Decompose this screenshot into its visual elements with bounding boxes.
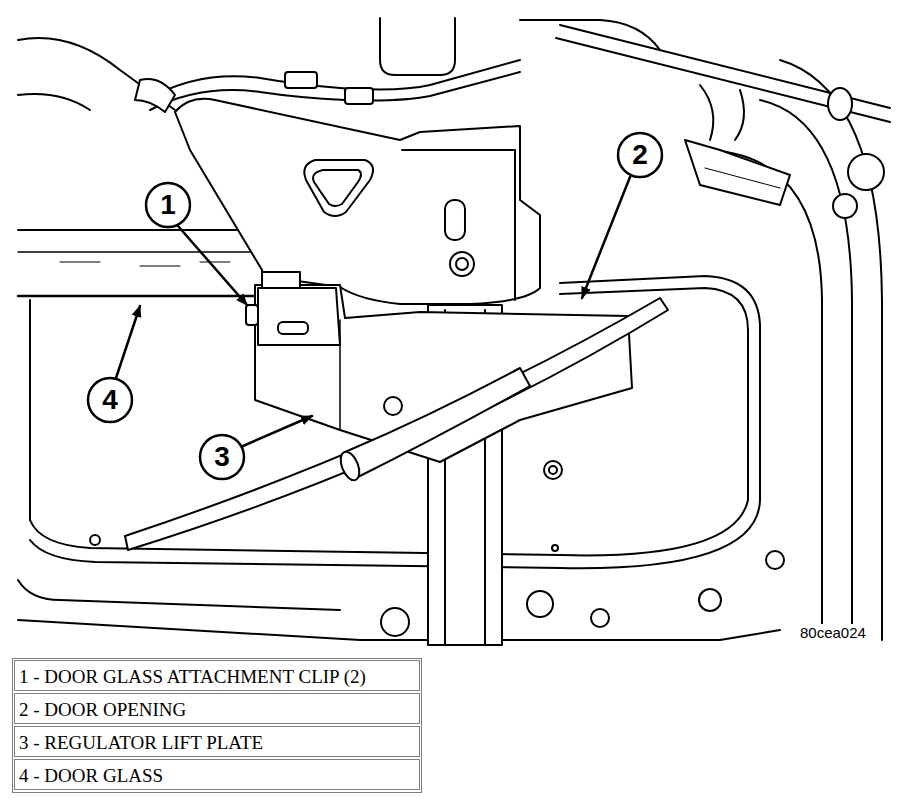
panel-holes-part xyxy=(591,609,609,627)
table-cell: 3 - REGULATOR LIFT PLATE xyxy=(14,726,420,757)
callout-circles-part xyxy=(618,133,662,177)
callout-circles-part xyxy=(88,378,132,422)
door-glass-part xyxy=(60,262,230,266)
callout-number: 4 xyxy=(93,383,127,417)
leader-arrows-part xyxy=(243,416,312,446)
panel-holes-part xyxy=(381,608,409,636)
regulator-cable-part xyxy=(125,298,668,550)
leader-arrows-part xyxy=(582,177,630,298)
glass-attachment-clip-part xyxy=(278,322,308,334)
upper-bracket-part xyxy=(450,252,474,276)
regulator-cable-part xyxy=(345,368,530,480)
wiring-harness-part xyxy=(135,79,175,112)
wiring-harness-part xyxy=(150,72,520,110)
door-opening-part xyxy=(30,276,760,568)
figure-id: 80cea024 xyxy=(798,624,868,641)
wiring-harness-part xyxy=(345,88,373,104)
panel-holes-part xyxy=(848,154,884,190)
wiring-harness-part xyxy=(556,38,890,122)
glass-attachment-clip xyxy=(246,272,340,345)
panel-holes-part xyxy=(833,194,857,218)
leader-arrows xyxy=(116,177,630,446)
regulator-cable xyxy=(125,298,668,550)
callout-circles-part xyxy=(146,183,190,227)
regulator-cable-part xyxy=(337,449,363,483)
door-opening xyxy=(30,276,760,568)
panel-holes-part xyxy=(699,589,721,611)
panel-holes-part xyxy=(552,545,558,551)
regulator-lift-plate-part xyxy=(255,285,632,462)
panel-holes-part xyxy=(90,535,100,545)
table-cell: 4 - DOOR GLASS xyxy=(14,759,420,790)
callout-number: 1 xyxy=(151,188,185,222)
table-cell: 1 - DOOR GLASS ATTACHMENT CLIP (2) xyxy=(14,660,420,691)
door-opening-part xyxy=(29,300,31,520)
callout-circles-part xyxy=(200,435,244,479)
upper-bracket-part xyxy=(304,160,373,216)
door-frame-part xyxy=(380,18,455,75)
wiring-harness xyxy=(135,25,890,205)
panel-holes-part xyxy=(766,551,784,569)
callout-circles xyxy=(88,133,662,479)
leader-arrows-part xyxy=(178,226,247,305)
door-frame-part xyxy=(18,580,340,610)
upper-bracket-part xyxy=(456,258,468,270)
regulator-lift-plate-part xyxy=(384,397,402,415)
callout-number: 3 xyxy=(205,440,239,474)
door-frame-part xyxy=(18,94,90,110)
wiring-harness-part xyxy=(705,168,780,188)
leader-arrows-part xyxy=(116,306,140,378)
table-cell: 2 - DOOR OPENING xyxy=(14,693,420,724)
wiring-harness-part xyxy=(285,72,317,88)
upper-bracket xyxy=(175,99,540,304)
glass-attachment-clip-part xyxy=(258,288,340,345)
upper-bracket-part xyxy=(175,99,540,304)
glass-attachment-clip-part xyxy=(262,272,300,288)
panel-holes xyxy=(90,154,884,636)
regulator-lift-plate xyxy=(255,285,632,479)
regulator-lift-plate-part xyxy=(544,461,562,479)
regulator-lift-plate-part xyxy=(549,466,557,474)
upper-bracket-part xyxy=(445,200,465,240)
wiring-harness-part xyxy=(685,140,790,205)
door-glass-part xyxy=(18,295,256,298)
wiring-harness-part xyxy=(700,85,744,140)
panel-holes-part xyxy=(527,591,553,617)
wiring-harness-part xyxy=(828,88,852,120)
door-glass-part xyxy=(18,251,250,253)
upper-bracket-part xyxy=(402,150,515,300)
callout-number: 2 xyxy=(623,138,657,172)
door-frame-part xyxy=(18,229,240,231)
door-frame-part xyxy=(780,60,882,640)
upper-bracket-part xyxy=(313,170,361,206)
glass-attachment-clip-part xyxy=(246,305,258,325)
